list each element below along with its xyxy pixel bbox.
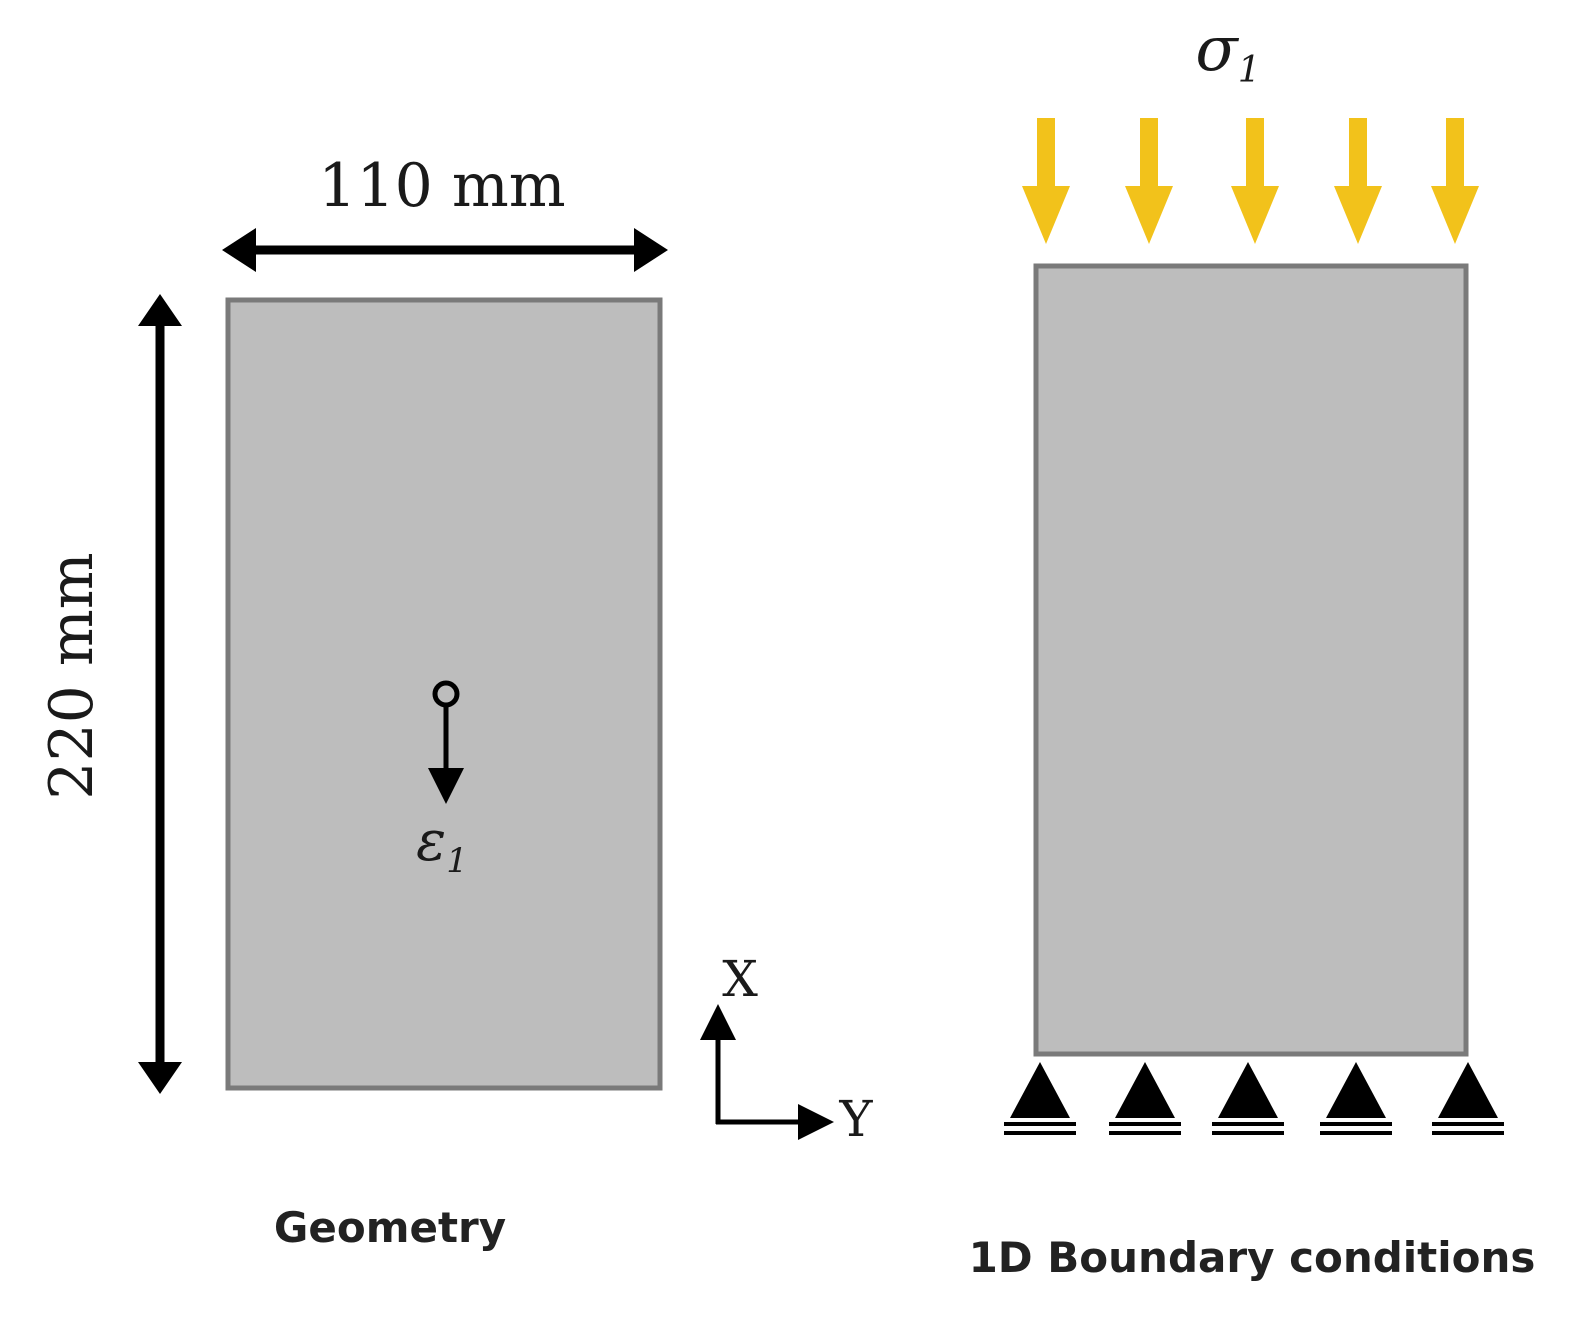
- load-arrow-shaft: [1140, 118, 1158, 190]
- load-arrow: [1231, 118, 1279, 244]
- support-triangle: [1438, 1062, 1498, 1118]
- load-arrow-head: [1334, 186, 1382, 244]
- strain-gauge: [428, 680, 464, 804]
- pin-support: [1004, 1062, 1076, 1135]
- geometry-specimen: [225, 297, 663, 1091]
- geometry-panel: 110 mm 220 mm ε1 Geometry: [37, 151, 668, 1252]
- boundary-specimen: [1033, 263, 1469, 1057]
- y-axis-arrowhead: [798, 1104, 834, 1140]
- coordinate-axes: X Y: [700, 950, 873, 1148]
- load-arrows: [1022, 118, 1479, 244]
- width-dimension-arrow: [222, 228, 668, 272]
- support-triangle: [1115, 1062, 1175, 1118]
- load-arrow: [1334, 118, 1382, 244]
- load-arrow-shaft: [1349, 118, 1367, 190]
- support-triangle: [1218, 1062, 1278, 1118]
- load-arrow-shaft: [1037, 118, 1055, 190]
- load-arrow-head: [1022, 186, 1070, 244]
- stress-label: σ1: [1195, 12, 1260, 91]
- load-arrow-head: [1125, 186, 1173, 244]
- pin-support: [1432, 1062, 1504, 1135]
- support-triangle: [1326, 1062, 1386, 1118]
- strain-point: [432, 680, 460, 708]
- supports: [1004, 1062, 1504, 1135]
- x-axis-arrowhead: [700, 1004, 736, 1040]
- x-axis-label: X: [722, 950, 758, 1008]
- support-triangle: [1010, 1062, 1070, 1118]
- pin-support: [1212, 1062, 1284, 1135]
- boundary-caption: 1D Boundary conditions: [969, 1233, 1536, 1282]
- y-axis-label: Y: [838, 1090, 873, 1148]
- load-arrow-shaft: [1446, 118, 1464, 190]
- height-label: 220 mm: [37, 552, 107, 799]
- pin-support: [1109, 1062, 1181, 1135]
- load-arrow: [1431, 118, 1479, 244]
- load-arrow-shaft: [1246, 118, 1264, 190]
- geometry-caption: Geometry: [274, 1203, 506, 1252]
- load-arrow: [1022, 118, 1070, 244]
- boundary-panel: σ1 1D Boundary conditions: [969, 12, 1536, 1282]
- pin-support: [1320, 1062, 1392, 1135]
- width-label: 110 mm: [318, 151, 565, 221]
- strain-arrowhead: [428, 768, 464, 804]
- height-dimension-arrow: [138, 294, 182, 1094]
- load-arrow-head: [1231, 186, 1279, 244]
- load-arrow-head: [1431, 186, 1479, 244]
- strain-label: ε1: [416, 809, 468, 881]
- load-arrow: [1125, 118, 1173, 244]
